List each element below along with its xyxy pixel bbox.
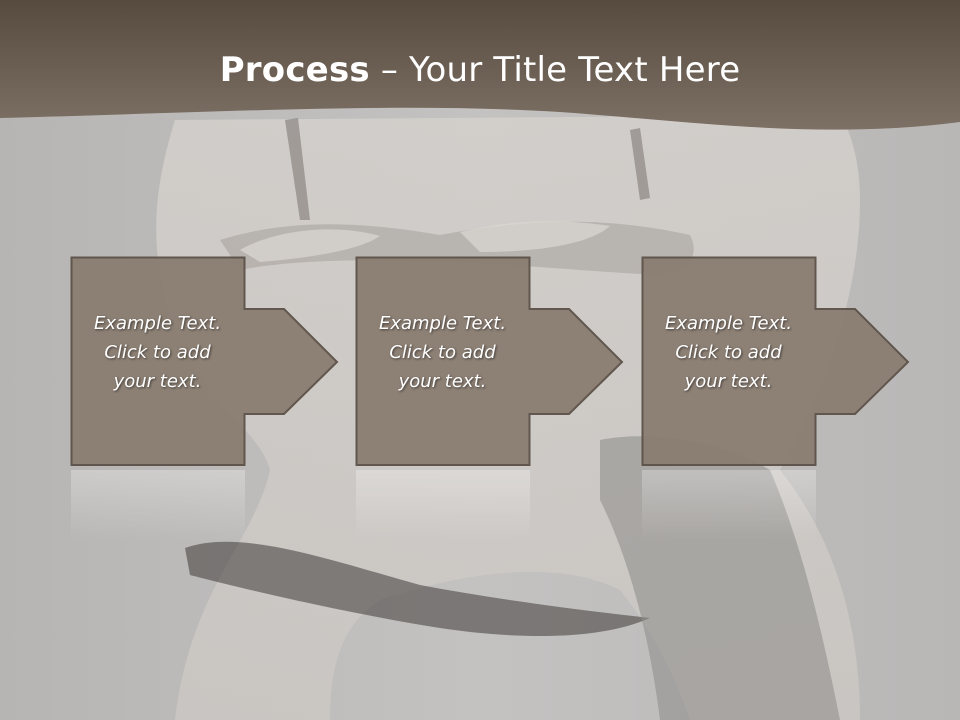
process-step-2[interactable]: Example Text. Click to add your text.: [355, 256, 701, 469]
step-text-line: Example Text.: [378, 313, 507, 334]
process-step-3[interactable]: Example Text. Click to add your text.: [641, 256, 960, 469]
arrow-box-shape: [355, 256, 624, 466]
slide-title[interactable]: Process – Your Title Text Here: [0, 50, 960, 90]
step-text: Example Text. Click to add your text.: [360, 309, 525, 396]
arrow-box-shape: [641, 256, 910, 466]
step-reflection: [642, 470, 816, 540]
arrow-box-shape: [70, 256, 339, 466]
step-text: Example Text. Click to add your text.: [75, 309, 240, 396]
step-text-line: Click to add: [675, 342, 782, 363]
step-text: Example Text. Click to add your text.: [646, 309, 811, 396]
title-bold: Process: [219, 50, 370, 90]
step-text-line: Click to add: [104, 342, 211, 363]
title-rest: – Your Title Text Here: [369, 50, 741, 90]
step-text-line: your text.: [398, 371, 487, 392]
step-reflection: [71, 470, 245, 540]
step-text-line: Click to add: [389, 342, 496, 363]
step-text-line: your text.: [684, 371, 773, 392]
process-step-1[interactable]: Example Text. Click to add your text.: [70, 256, 416, 469]
step-text-line: Example Text.: [93, 313, 222, 334]
step-reflection: [356, 470, 530, 540]
title-band: [0, 0, 960, 130]
step-text-line: Example Text.: [664, 313, 793, 334]
step-text-line: your text.: [113, 371, 202, 392]
